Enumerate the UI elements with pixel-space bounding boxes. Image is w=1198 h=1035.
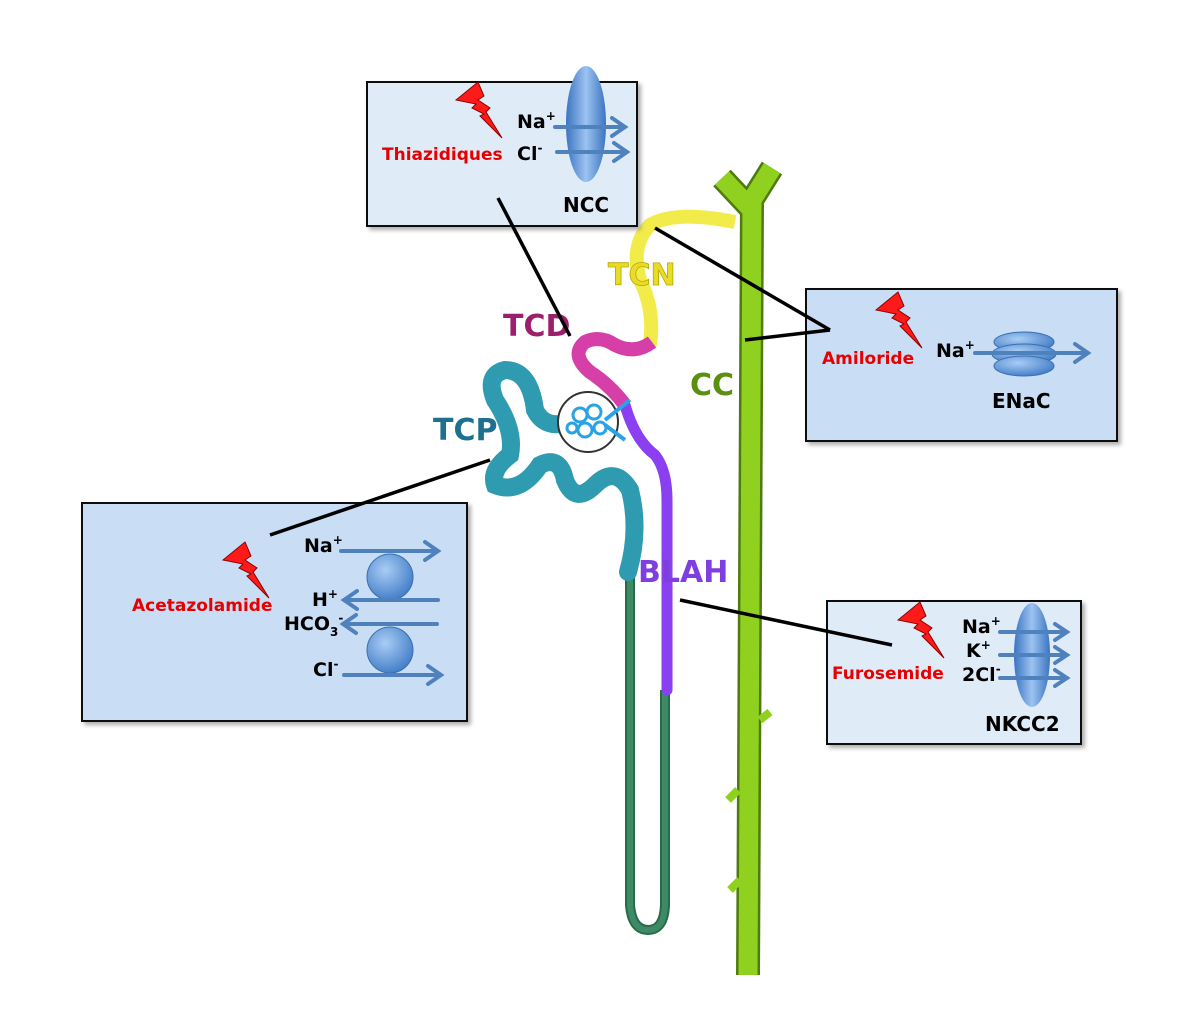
ion-charge: -	[537, 141, 542, 155]
drug-name: Amiloride	[822, 349, 914, 369]
ion: K	[966, 640, 982, 662]
drug-name: Furosemide	[832, 664, 944, 684]
tcd-segment	[571, 332, 657, 410]
collecting-duct	[713, 161, 783, 976]
svg-text:Cl-: Cl-	[313, 657, 338, 681]
ion: Cl	[313, 659, 333, 681]
tcp-segment	[482, 360, 644, 581]
blah-segment	[619, 399, 673, 696]
svg-text:Na+: Na+	[517, 109, 556, 133]
ncc-transporter	[566, 66, 606, 182]
svg-text:Na+: Na+	[962, 614, 1001, 638]
ion-charge: +	[981, 638, 991, 652]
ion: Na	[517, 111, 546, 133]
leader-lines	[269, 197, 893, 647]
ion-subscript: 3	[330, 625, 338, 639]
ion: Na	[936, 340, 965, 362]
svg-text:Na+: Na+	[936, 338, 975, 362]
ion: Na	[304, 535, 333, 557]
ion-charge: -	[338, 611, 343, 625]
label-cc: CC	[690, 368, 734, 403]
nkcc2-box: Furosemide Na+ K+ 2Cl- NKCC2	[826, 600, 1082, 745]
drug-name: Acetazolamide	[132, 596, 272, 616]
transporter-name: NKCC2	[985, 712, 1060, 736]
svg-text:HCO3-: HCO3-	[284, 611, 343, 639]
label-tcp: TCP	[433, 413, 497, 448]
acetazolamide-box: Acetazolamide Na+ H+ HCO3- Cl-	[81, 502, 468, 722]
svg-text:Na+: Na+	[304, 533, 343, 557]
ion: Cl	[517, 143, 537, 165]
exchanger-transporter	[366, 553, 414, 601]
tcn-segment	[629, 209, 737, 346]
svg-text:2Cl-: 2Cl-	[962, 662, 1001, 686]
transporter-name: ENaC	[992, 389, 1051, 413]
ion-charge: +	[328, 587, 338, 601]
drug-name: Thiazidiques	[382, 145, 503, 165]
label-blah: BLAH	[638, 555, 728, 590]
ion-charge: +	[991, 614, 1001, 628]
ion-charge: +	[333, 533, 343, 547]
ion: H	[312, 589, 328, 611]
enac-box: Amiloride Na+ ENaC	[805, 288, 1118, 442]
transporter-name: NCC	[563, 193, 609, 217]
svg-text:H+: H+	[312, 587, 338, 611]
ion-charge: +	[965, 338, 975, 352]
exchanger-transporter	[366, 626, 414, 674]
svg-text:K+: K+	[966, 638, 991, 662]
svg-text:Cl-: Cl-	[517, 141, 542, 165]
ion: 2Cl	[962, 664, 996, 686]
glomerulus	[557, 391, 632, 453]
ion-charge: +	[546, 109, 556, 123]
ion: Na	[962, 616, 991, 638]
ion: HCO	[284, 613, 330, 635]
descending-limb	[625, 570, 670, 936]
ion-charge: -	[996, 662, 1001, 676]
ion-charge: -	[333, 657, 338, 671]
label-tcn: TCN	[608, 258, 676, 293]
